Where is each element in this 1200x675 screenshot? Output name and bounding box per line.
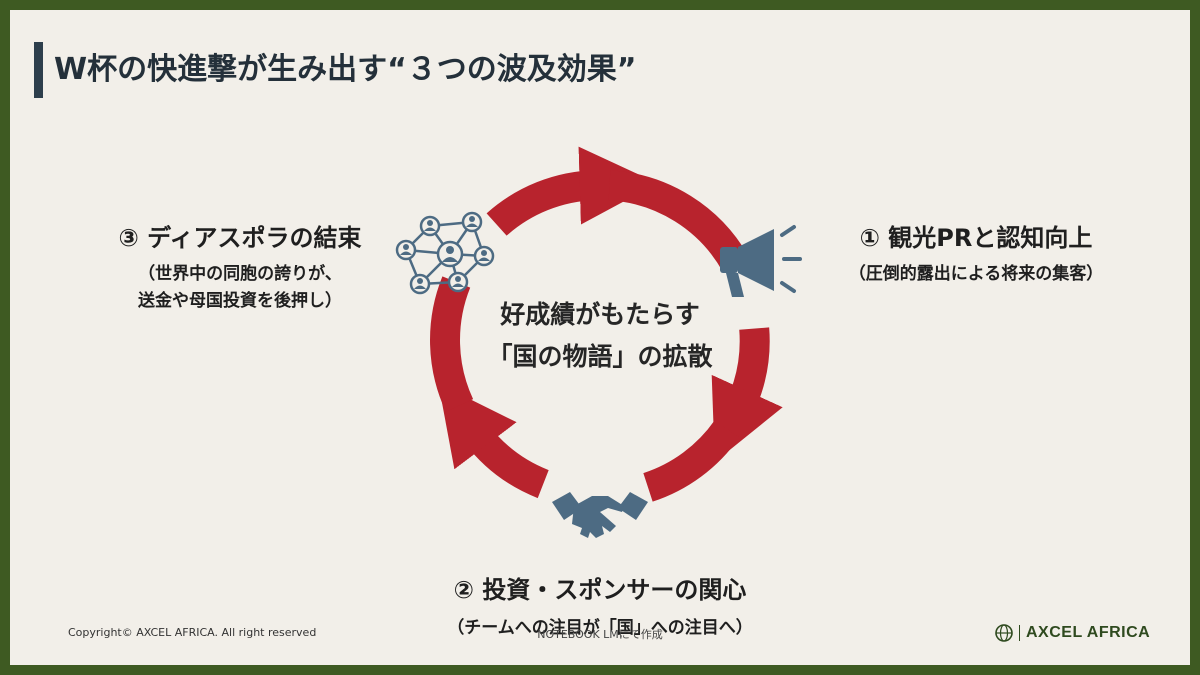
cycle-arrow-right [711, 327, 783, 462]
effect-tourism-heading: ① 観光PRと認知向上 [859, 224, 1093, 252]
effect-diaspora-heading: ③ ディアスポラの結束 [118, 224, 362, 252]
slide: W杯の快進撃が生み出す“３つの波及効果” [10, 10, 1190, 665]
effect-tourism-detail: （圧倒的露出による将来の集客） [848, 264, 1104, 284]
effect-investment: ② 投資・スポンサーの関心 （チームへの注目が「国」への注目へ） [365, 570, 835, 642]
effect-diaspora-detail-line-2: 送金や母国投資を後押し） [138, 291, 342, 311]
effect-diaspora-detail-line-1: （世界中の同胞の誇りが、 [138, 264, 342, 284]
center-message: 好成績がもたらす 「国の物語」の拡散 [450, 294, 750, 378]
brand-divider [1019, 625, 1020, 641]
handshake-icon [552, 492, 648, 538]
creation-note: NOTEBOOK LMにて作成 [537, 628, 663, 641]
globe-icon [995, 624, 1013, 642]
effect-investment-detail: （チームへの注目が「国」への注目へ） [447, 618, 753, 638]
cycle-arrow-bottom-right [642, 419, 740, 502]
cycle-arrow-top [486, 146, 658, 236]
cycle-arrow-bottom-left [438, 383, 550, 499]
effect-diaspora-detail: （世界中の同胞の誇りが、 送金や母国投資を後押し） [70, 261, 410, 315]
slide-title: W杯の快進撃が生み出す“３つの波及効果” [54, 52, 637, 87]
brand-name: AXCEL AFRICA [1026, 624, 1151, 641]
megaphone-icon [720, 225, 802, 297]
center-line-1: 好成績がもたらす [500, 300, 700, 329]
cycle-diagram [395, 146, 802, 538]
effect-tourism: ① 観光PRと認知向上 （圧倒的露出による将来の集客） [806, 218, 1146, 288]
title-accent-bar [34, 42, 43, 98]
cycle-arrow-left [430, 276, 474, 412]
cycle-arrow-top-right [608, 170, 750, 273]
copyright-text: Copyright© AXCEL AFRICA. All right reser… [68, 626, 317, 639]
effect-diaspora: ③ ディアスポラの結束 （世界中の同胞の誇りが、 送金や母国投資を後押し） [70, 218, 410, 315]
brand-logo: AXCEL AFRICA [995, 622, 1150, 644]
network-icon [395, 211, 495, 295]
effect-investment-heading: ② 投資・スポンサーの関心 [453, 576, 747, 604]
center-line-2: 「国の物語」の拡散 [487, 342, 713, 371]
